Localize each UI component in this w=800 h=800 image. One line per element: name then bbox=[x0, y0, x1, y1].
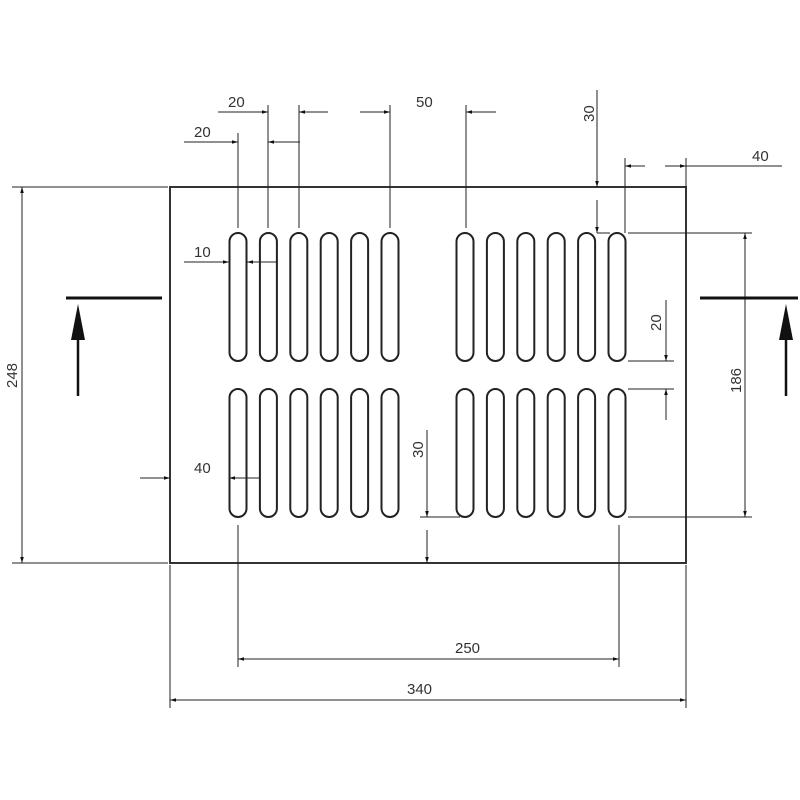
slot bbox=[350, 232, 370, 362]
dim-plate-height: 248 bbox=[4, 186, 168, 564]
slot bbox=[289, 232, 309, 362]
dim-right-margin: 40 bbox=[624, 148, 782, 233]
dim-slot-pitch-second: 20 bbox=[184, 124, 300, 228]
slot bbox=[380, 388, 400, 518]
dim-plate-width: 340 bbox=[169, 565, 687, 708]
slot bbox=[455, 232, 475, 362]
dim-label: 250 bbox=[455, 640, 480, 657]
plate-outline bbox=[169, 186, 687, 564]
slot bbox=[485, 232, 505, 362]
slot bbox=[258, 232, 278, 362]
dim-label: 340 bbox=[407, 681, 432, 698]
slot bbox=[258, 388, 278, 518]
slot bbox=[455, 388, 475, 518]
dim-label: 40 bbox=[194, 460, 211, 477]
slot bbox=[319, 388, 339, 518]
dim-label: 10 bbox=[194, 244, 211, 261]
dim-label: 30 bbox=[581, 105, 598, 122]
slot bbox=[228, 232, 248, 362]
dim-slot-field-width: 250 bbox=[237, 525, 620, 667]
dim-label: 20 bbox=[194, 124, 211, 141]
dim-label: 20 bbox=[648, 314, 665, 331]
section-marker-right bbox=[700, 296, 798, 396]
dim-slot-width: 10 bbox=[184, 244, 276, 264]
slot bbox=[228, 388, 248, 518]
slot bbox=[577, 232, 597, 362]
slot bbox=[380, 232, 400, 362]
slot bbox=[577, 388, 597, 518]
dim-bottom-margin: 30 bbox=[410, 430, 460, 563]
dim-label: 40 bbox=[752, 148, 769, 165]
slot bbox=[289, 388, 309, 518]
slot bbox=[546, 388, 566, 518]
dim-label: 248 bbox=[4, 363, 21, 388]
dim-label: 50 bbox=[416, 94, 433, 111]
dim-slot-field-height: 186 bbox=[628, 232, 752, 518]
slot bbox=[607, 388, 627, 518]
slot bbox=[516, 232, 536, 362]
slot bbox=[350, 388, 370, 518]
slot bbox=[319, 232, 339, 362]
dim-group-gap: 50 bbox=[360, 94, 496, 228]
dim-label: 20 bbox=[228, 94, 245, 111]
dim-label: 30 bbox=[410, 441, 427, 458]
dim-row-gap: 20 bbox=[628, 300, 674, 420]
arrow-up-icon bbox=[71, 304, 85, 340]
dim-top-margin: 30 bbox=[581, 90, 610, 234]
section-marker-left bbox=[66, 296, 162, 396]
slot-pattern bbox=[228, 232, 627, 518]
arrow-up-icon bbox=[779, 304, 793, 340]
slot bbox=[516, 388, 536, 518]
dim-label: 186 bbox=[728, 368, 745, 393]
slot bbox=[485, 388, 505, 518]
slot bbox=[607, 232, 627, 362]
dim-left-margin: 40 bbox=[140, 460, 260, 480]
dim-slot-pitch-top: 20 bbox=[218, 94, 328, 228]
slot bbox=[546, 232, 566, 362]
